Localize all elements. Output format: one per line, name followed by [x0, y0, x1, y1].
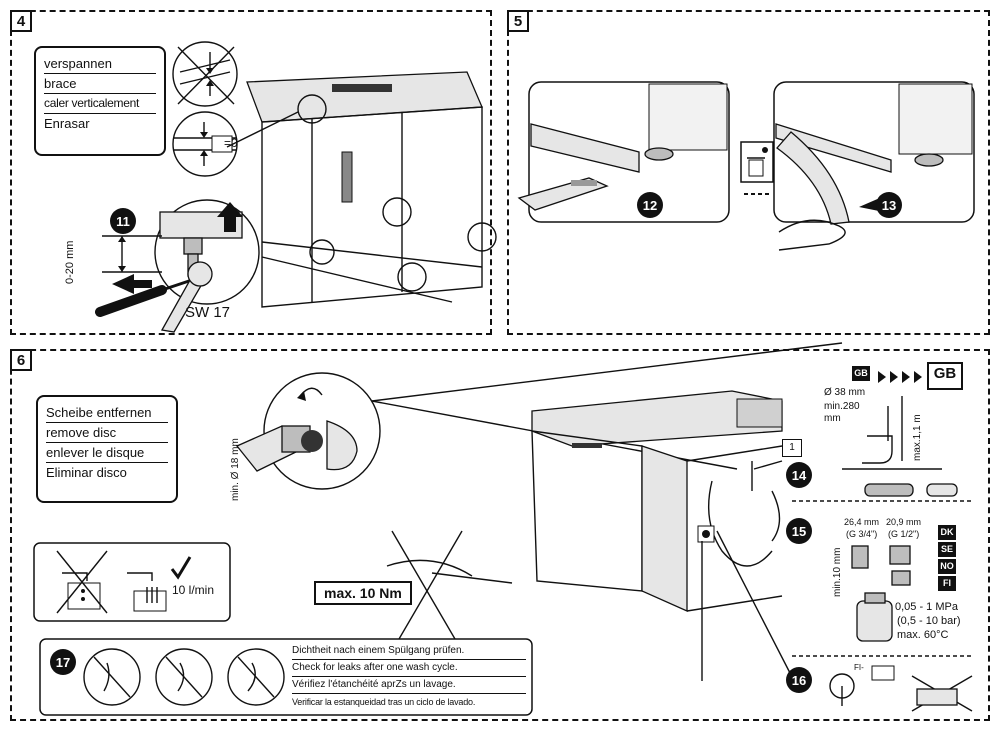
- callout-1: 1: [782, 439, 802, 457]
- country-list: DK SE NO FI: [938, 525, 956, 593]
- brace-label-box: verspannen brace caler verticalement Enr…: [34, 46, 166, 156]
- fi-label: FI-: [854, 663, 864, 672]
- country-se: SE: [938, 542, 956, 557]
- panel-number: 5: [507, 10, 529, 32]
- label-es: Eliminar disco: [46, 465, 127, 480]
- label-en: brace: [44, 74, 156, 94]
- label-fr: caler verticalement: [44, 94, 156, 114]
- step-12: 12: [637, 192, 663, 218]
- min-10mm-label: min.10 mm: [832, 547, 843, 597]
- check-es: Verificar la estanqueidad tras un ciclo …: [292, 697, 476, 707]
- hose-diameter-label: min. Ø 18 mm: [230, 438, 241, 501]
- pressure-mpa: 0,05 - 1 MPa: [895, 601, 958, 613]
- thread-1-type: (G 3/4"): [846, 529, 878, 539]
- label-fr: enlever le disque: [46, 443, 168, 463]
- drain-max-label: max.1,1 m: [912, 414, 923, 461]
- zero-mark: =0: [224, 136, 238, 150]
- leak-check-texts: Dichtheit nach einem Spülgang prüfen. Ch…: [292, 643, 526, 710]
- drain-min-label: min.280 mm: [824, 401, 860, 424]
- step-13: 13: [876, 192, 902, 218]
- thread-2-type: (G 1/2"): [888, 529, 920, 539]
- flow-rate-label: 10 l/min: [172, 583, 215, 597]
- country-box-gb: GB: [933, 365, 957, 382]
- check-de: Dichtheit nach einem Spülgang prüfen.: [292, 643, 526, 660]
- step-16: 16: [786, 667, 812, 693]
- country-badge-gb: GB: [852, 366, 870, 381]
- step-11: 11: [110, 208, 136, 234]
- country-fi: FI: [938, 576, 956, 591]
- step-17: 17: [50, 649, 76, 675]
- check-en: Check for leaks after one wash cycle.: [292, 660, 526, 677]
- torque-label: max. 10 Nm: [314, 581, 412, 605]
- step-15: 15: [786, 518, 812, 544]
- thread-2-size: 20,9 mm: [886, 517, 922, 527]
- panel-5: 5 12 13: [507, 10, 990, 335]
- panel-4: 4 verspannen brace caler verticalement E…: [10, 10, 497, 335]
- kickplate-illustration: [517, 81, 975, 251]
- thread-1-size: 26,4 mm: [844, 517, 880, 527]
- drain-diameter-label: Ø 38 mm: [824, 387, 866, 398]
- wrench-size-label: SW 17: [185, 304, 231, 321]
- brace-zoom-circles: [95, 41, 497, 333]
- country-no: NO: [938, 559, 956, 574]
- label-en: remove disc: [46, 423, 168, 443]
- country-dk: DK: [938, 525, 956, 540]
- hose-disc-illustration: [33, 342, 973, 716]
- label-de: Scheibe entfernen: [46, 403, 168, 423]
- label-es: Enrasar: [44, 116, 90, 131]
- panel-number: 4: [10, 10, 32, 32]
- step-14: 14: [786, 462, 812, 488]
- check-fr: Vérifiez l'étanchéité aprZs un lavage.: [292, 677, 526, 694]
- panel-6: 6 Scheibe entfernen remove disc enlever …: [10, 342, 990, 721]
- pressure-bar: (0,5 - 10 bar): [897, 615, 961, 627]
- panel-number: 6: [10, 349, 32, 371]
- max-temp: max. 60°C: [897, 629, 949, 641]
- height-range-label: 0-20 mm: [64, 240, 76, 284]
- remove-disc-label-box: Scheibe entfernen remove disc enlever le…: [36, 395, 178, 503]
- label-de: verspannen: [44, 54, 156, 74]
